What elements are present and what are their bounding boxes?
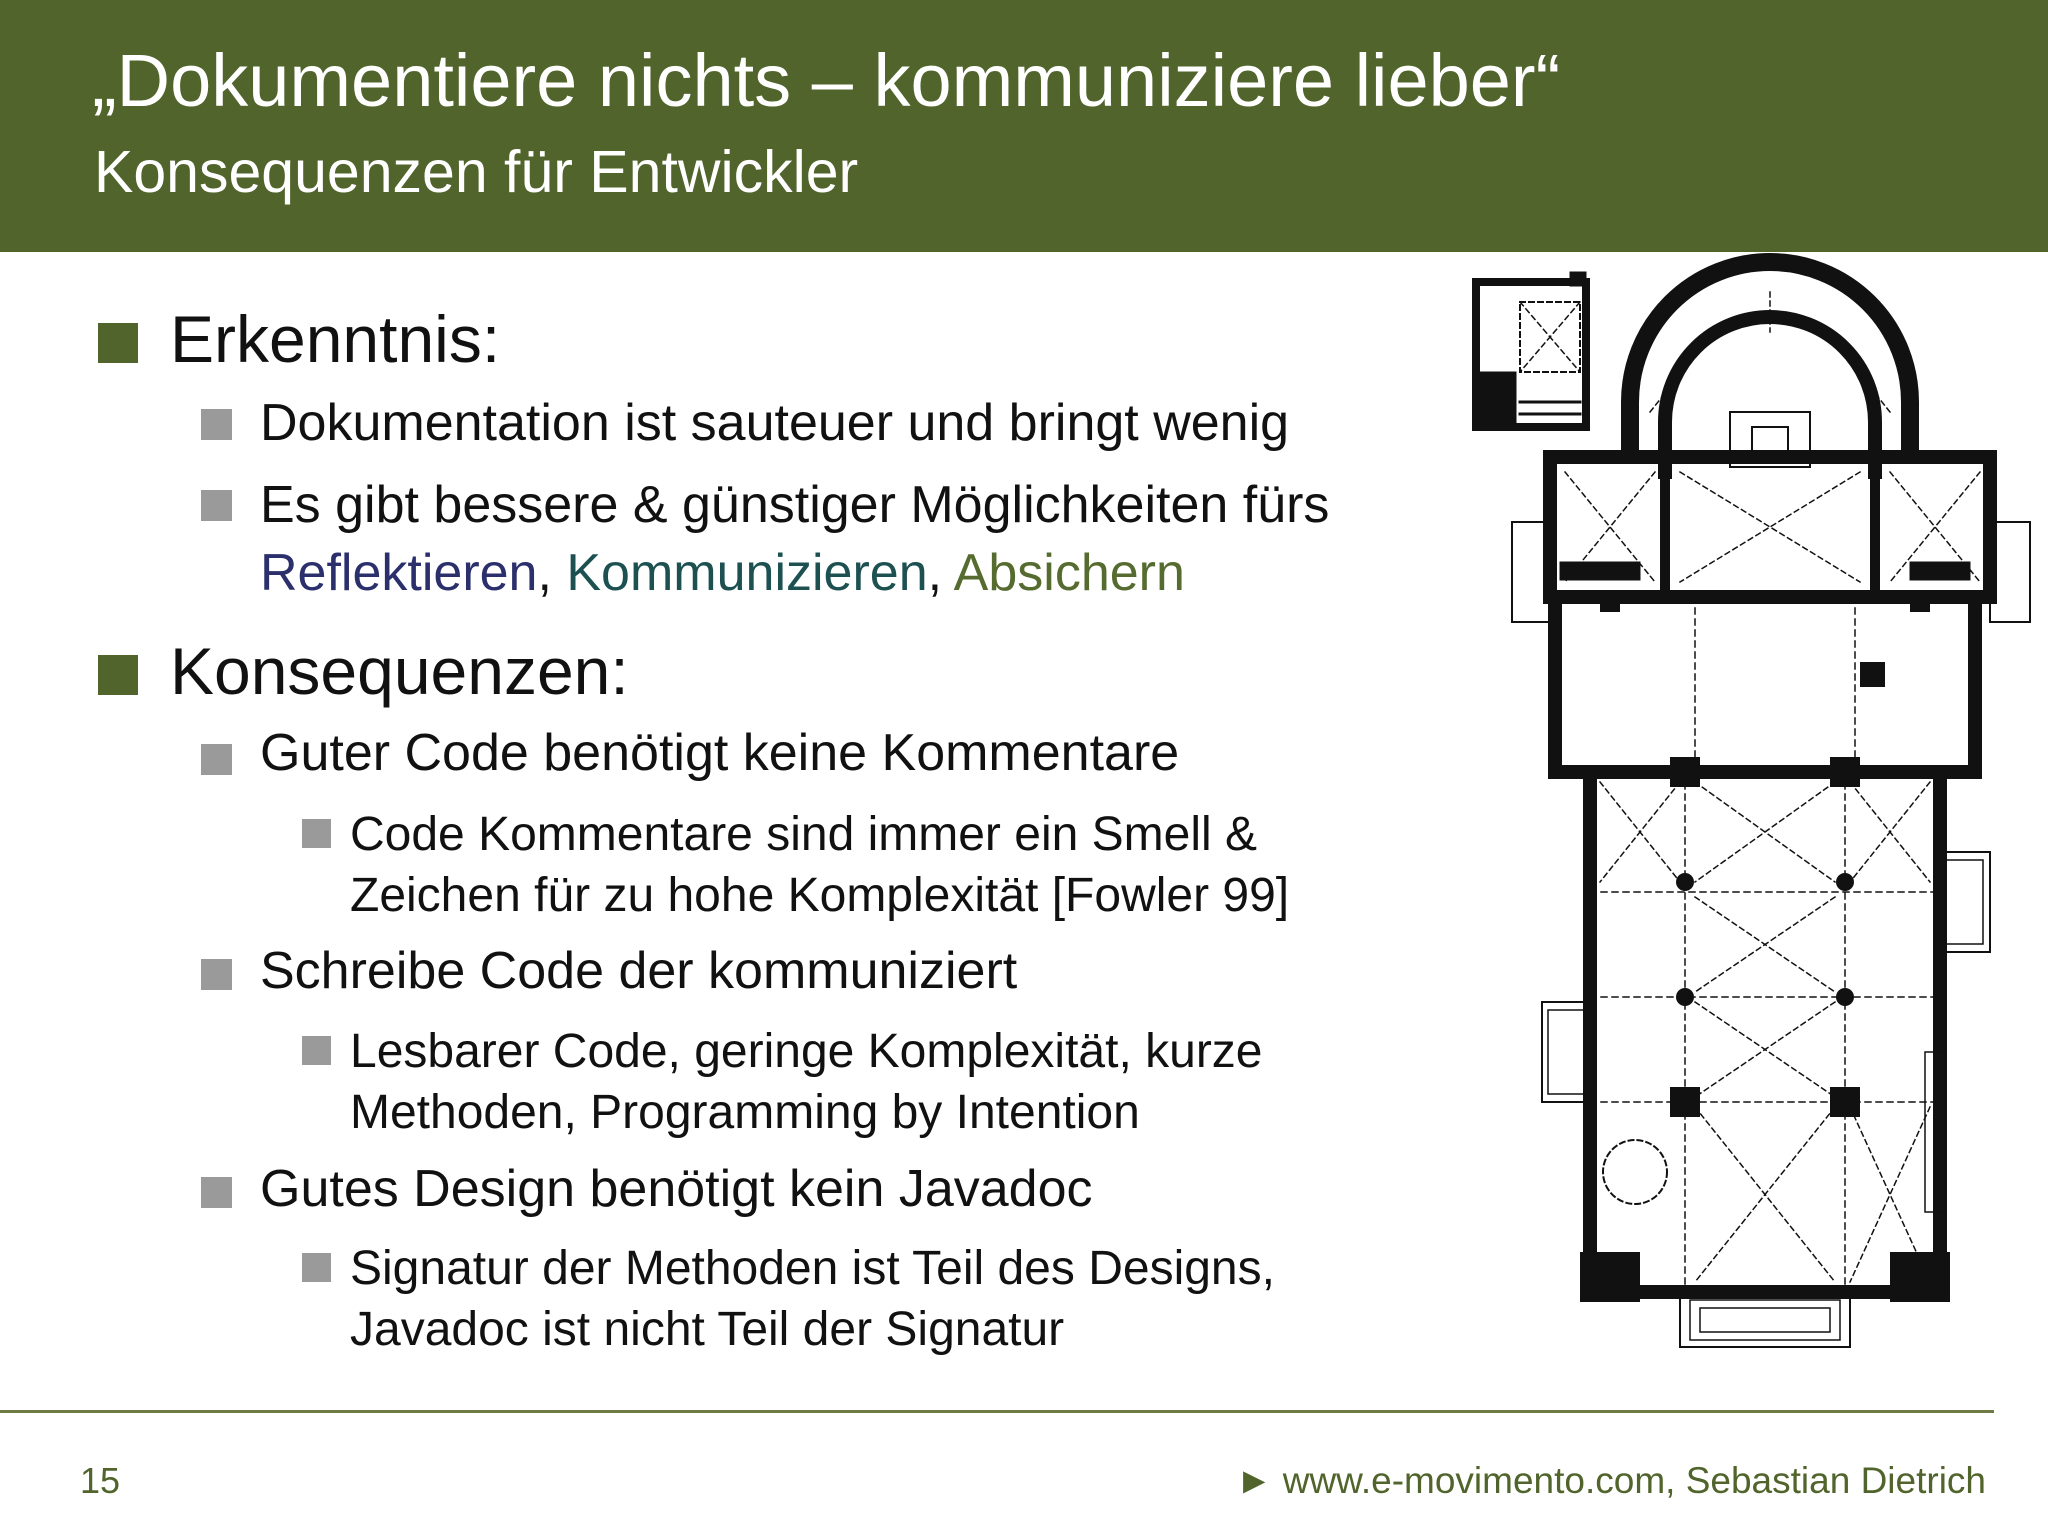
bullet-level2-icon	[201, 959, 232, 990]
slide-subtitle: Konsequenzen für Entwickler	[94, 139, 859, 205]
footer-divider	[0, 1410, 1994, 1413]
item-schreibe-code: Schreibe Code der kommuniziert	[260, 942, 1018, 1000]
bullet-level2-icon	[201, 490, 232, 521]
bullet-level1-icon	[98, 323, 138, 363]
subitem-signatur-cont: Javadoc ist nicht Teil der Signatur	[350, 1303, 1065, 1356]
subitem-lesbarer-code-cont: Methoden, Programming by Intention	[350, 1086, 1140, 1139]
item-guter-code: Guter Code benötigt keine Kommentare	[260, 724, 1180, 782]
footer-credit: ► www.e-movimento.com, Sebastian Dietric…	[1236, 1460, 1986, 1502]
bullet-level2-icon	[201, 409, 232, 440]
bullet-level3-icon	[302, 819, 331, 848]
church-floor-plan-image	[1472, 253, 2031, 1348]
bullet-level2-icon	[201, 744, 232, 775]
slide-header: „Dokumentiere nichts – kommuniziere lieb…	[0, 0, 2048, 252]
subitem-signatur: Signatur der Methoden ist Teil des Desig…	[350, 1242, 1275, 1295]
bullet-level3-icon	[302, 1036, 331, 1065]
word-kommunizieren: Kommunizieren	[566, 544, 928, 602]
bullet-level2-icon	[201, 1177, 232, 1208]
item-bessere-moeglichkeiten-cont: Reflektieren, Kommunizieren, Absichern	[260, 544, 1185, 602]
item-dokumentation: Dokumentation ist sauteuer und bringt we…	[260, 394, 1290, 452]
bullet-level1-icon	[98, 655, 138, 695]
bullet-level3-icon	[302, 1253, 331, 1282]
arrow-icon: ►	[1235, 1460, 1273, 1501]
subitem-lesbarer-code: Lesbarer Code, geringe Komplexität, kurz…	[350, 1025, 1263, 1078]
slide-title: „Dokumentiere nichts – kommuniziere lieb…	[92, 39, 1561, 122]
item-bessere-moeglichkeiten: Es gibt bessere & günstiger Möglichkeite…	[260, 476, 1330, 534]
subitem-code-kommentare-cont: Zeichen für zu hohe Komplexität [Fowler …	[350, 869, 1290, 922]
subitem-code-kommentare: Code Kommentare sind immer ein Smell &	[350, 808, 1258, 861]
slide-content: Erkenntnis: Dokumentation ist sauteuer u…	[0, 252, 1440, 1402]
word-reflektieren: Reflektieren	[260, 544, 538, 602]
word-absichern: Absichern	[953, 544, 1185, 602]
footer-credit-text: www.e-movimento.com, Sebastian Dietrich	[1282, 1460, 1986, 1501]
heading-erkenntnis: Erkenntnis:	[170, 302, 501, 376]
heading-konsequenzen: Konsequenzen:	[170, 634, 629, 708]
item-gutes-design: Gutes Design benötigt kein Javadoc	[260, 1160, 1093, 1218]
page-number: 15	[80, 1460, 121, 1501]
